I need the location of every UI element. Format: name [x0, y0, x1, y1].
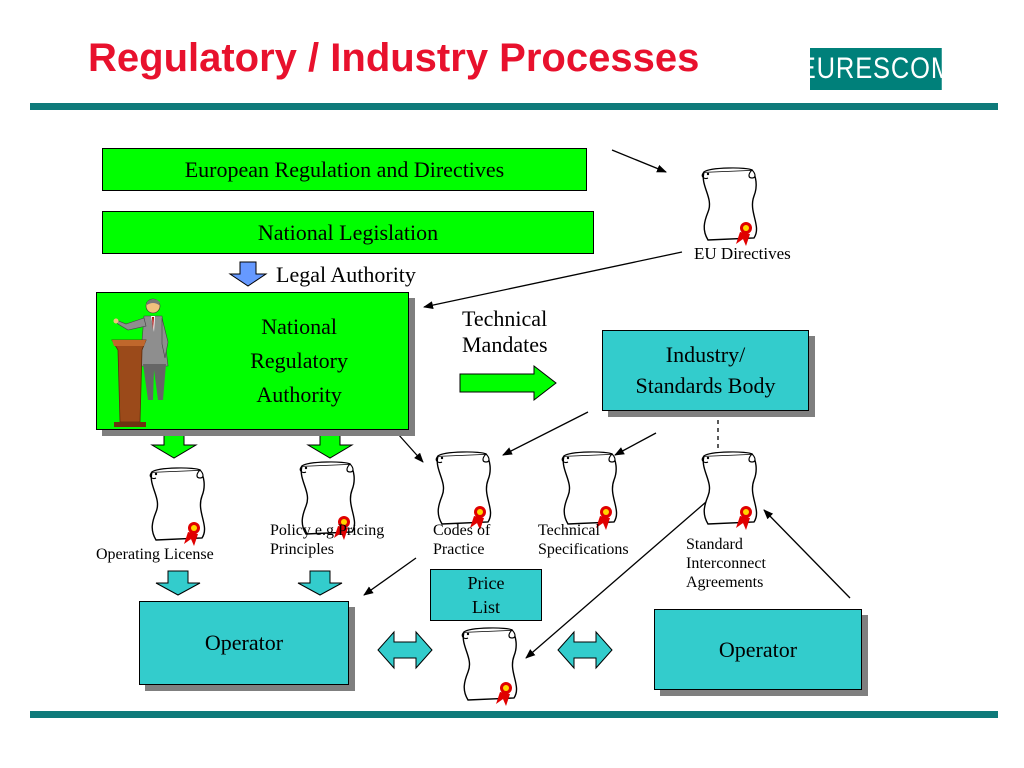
scroll-agreements-icon [701, 451, 758, 531]
scroll-eu-directives-icon [701, 167, 758, 247]
arrow-codes-to-operator [363, 557, 417, 596]
arrow-operator-to-agreements [763, 509, 851, 599]
double-arrow-right-icon [557, 631, 613, 669]
arrow-industry-to-codes [502, 411, 589, 456]
operator-left-box: Operator [139, 601, 349, 685]
policy-down-arrow-icon [297, 570, 343, 596]
legal-authority-arrow-icon [228, 261, 268, 287]
operating-license-label: Operating License [96, 546, 214, 563]
top-divider [30, 103, 998, 110]
nra-down-arrow-left-icon [151, 431, 197, 459]
eu-regulation-box: European Regulation and Directives [102, 148, 587, 191]
eurescom-logo: EURESCOM [799, 48, 952, 90]
operator-right-box: Operator [654, 609, 862, 690]
standard-interconnect-agreements-label: Standard Interconnect Agreements [686, 536, 766, 592]
technical-specifications-label: Technical Specifications [538, 522, 629, 559]
technical-mandates-label: Technical Mandates [462, 306, 548, 358]
nra-label: National Regulatory Authority [250, 313, 348, 408]
presenter-at-podium-icon [111, 298, 169, 427]
technical-mandates-arrow-icon [459, 364, 557, 402]
license-down-arrow-icon [155, 570, 201, 596]
policy-label: Policy e.g Pricing Principles [270, 522, 385, 559]
industry-standards-body-box: Industry/ Standards Body [602, 330, 809, 411]
page-title: Regulatory / Industry Processes [88, 36, 700, 80]
codes-of-practice-label: Codes of Practice [433, 522, 491, 559]
scroll-techspec-icon [561, 451, 618, 531]
bottom-divider [30, 711, 998, 718]
price-list-box: Price List [430, 569, 542, 621]
arrow-eu-directives-to-nra [423, 251, 683, 310]
scroll-codes-icon [435, 451, 492, 531]
eu-directives-label: EU Directives [694, 244, 791, 263]
national-legislation-box: National Legislation [102, 211, 594, 254]
arrow-nra-to-codes [397, 433, 424, 463]
double-arrow-left-icon [377, 631, 433, 669]
nra-down-arrow-right-icon [307, 431, 353, 459]
legal-authority-label: Legal Authority [276, 262, 416, 287]
arrow-industry-to-techspec [614, 432, 657, 456]
arrow-to-eu-directives [611, 149, 667, 173]
scroll-operating-license-icon [149, 467, 206, 547]
scroll-price-list-icon [461, 627, 518, 707]
arrow-agreements-to-pricelist [525, 501, 707, 659]
